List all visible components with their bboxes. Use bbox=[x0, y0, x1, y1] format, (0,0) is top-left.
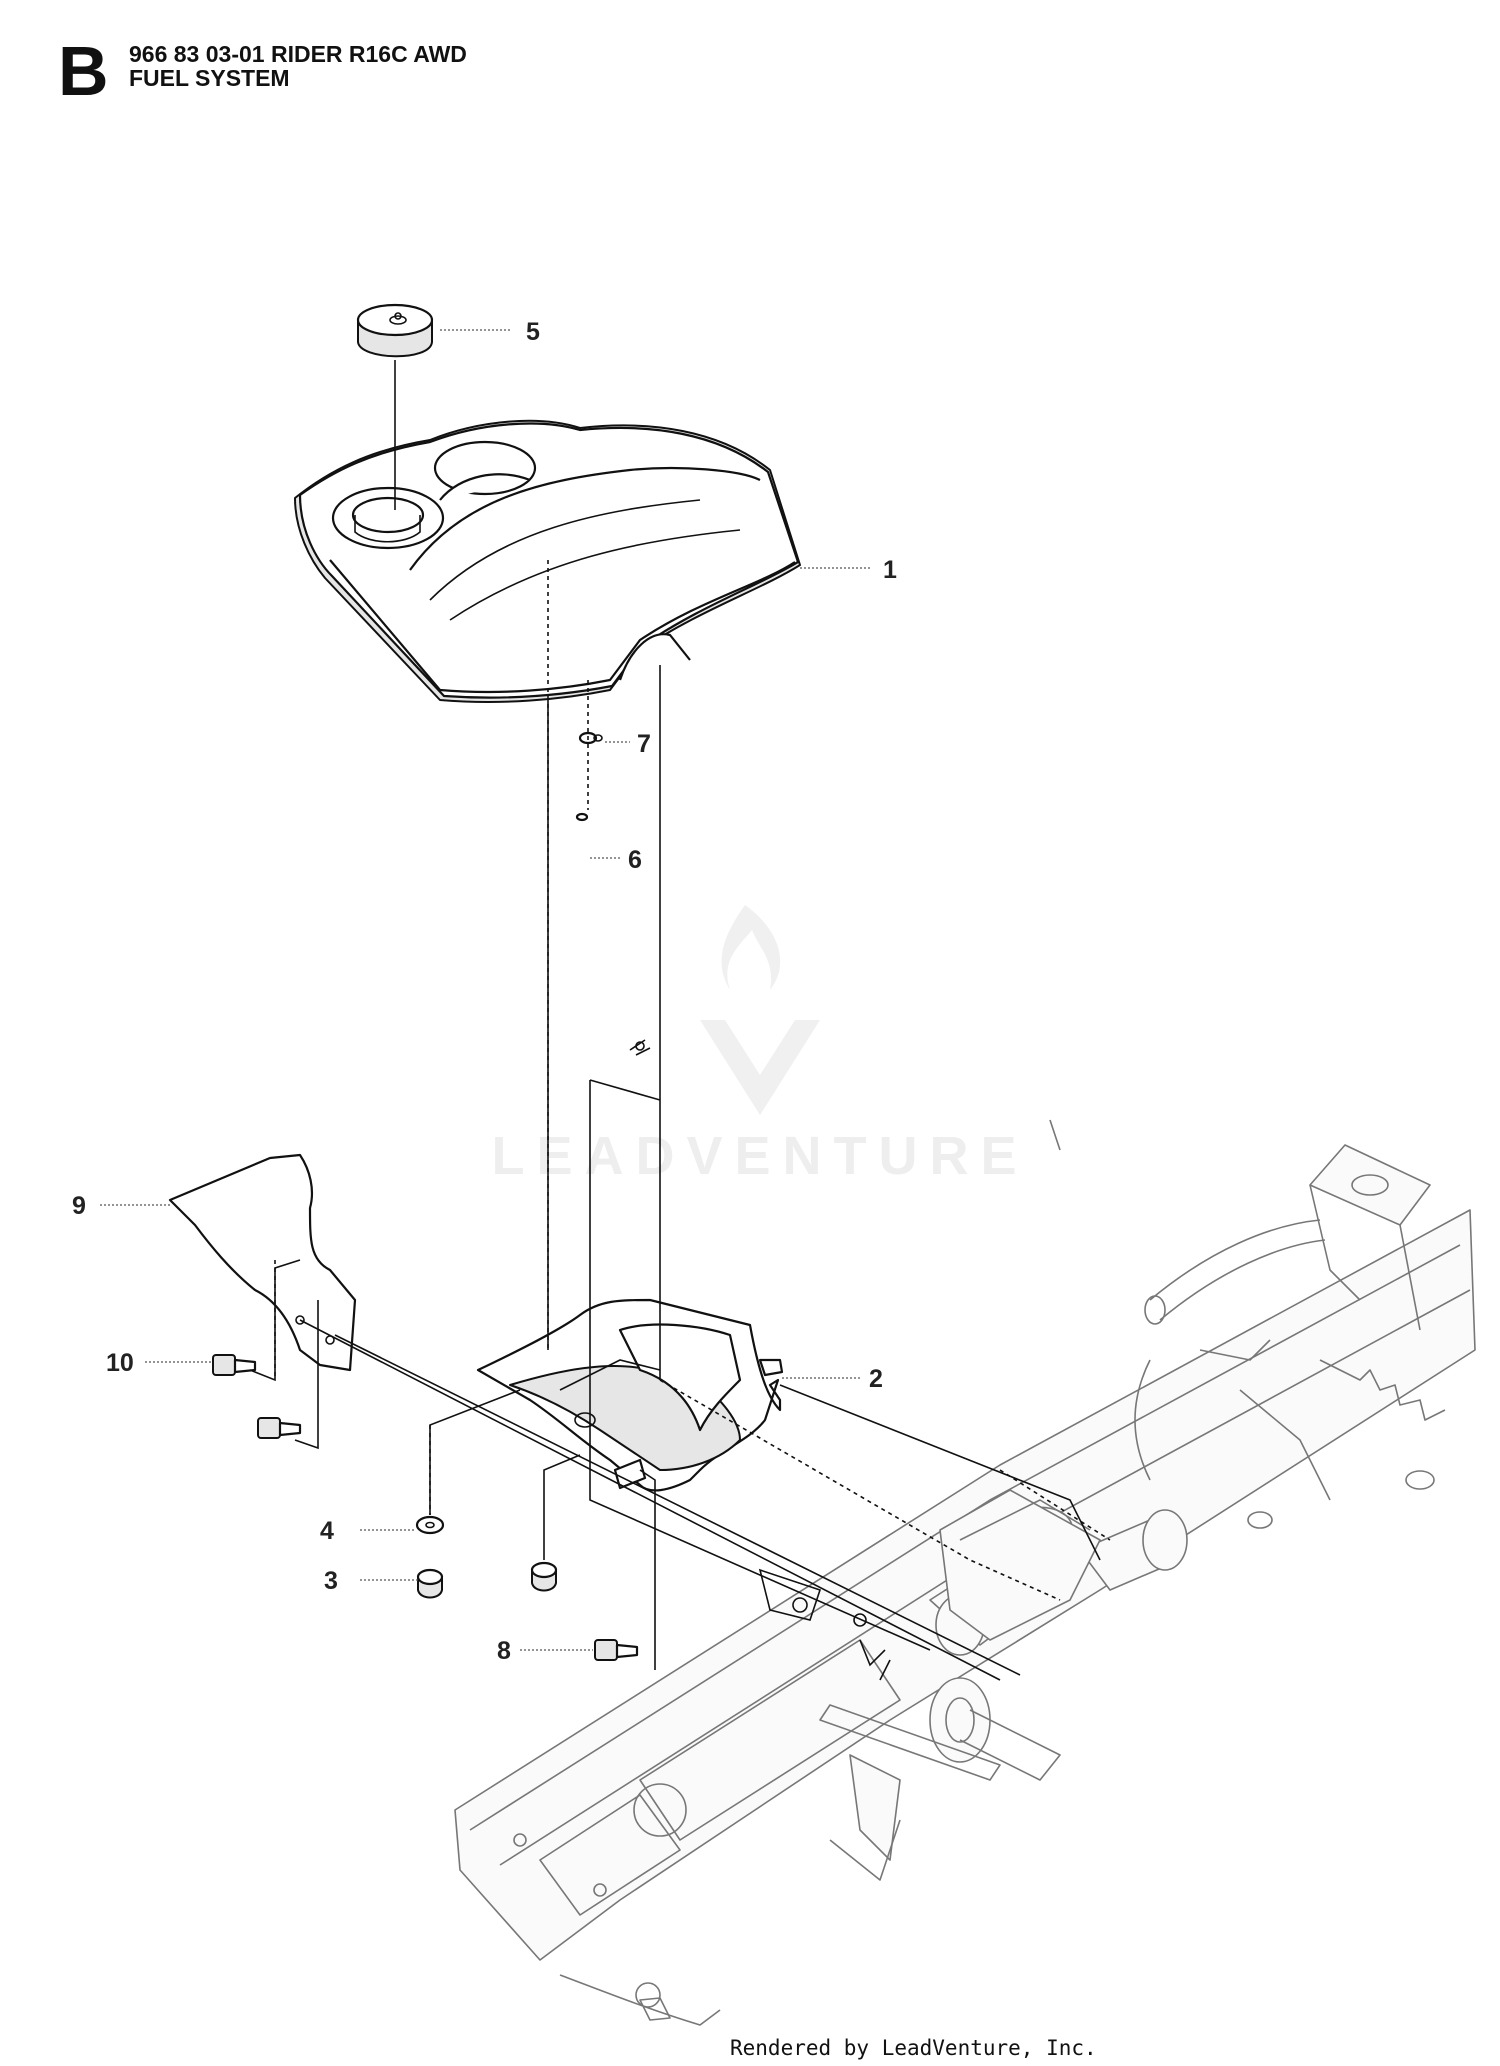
callout-7: 7 bbox=[637, 730, 651, 758]
screw-part-10-b bbox=[257, 1417, 302, 1439]
flame-v-logo-icon bbox=[700, 905, 820, 1115]
callout-6: 6 bbox=[628, 846, 642, 874]
footer-credit: Rendered by LeadVenture, Inc. bbox=[730, 2036, 1097, 2060]
diagram-title: 966 83 03-01 RIDER R16C AWD bbox=[129, 41, 467, 67]
nut-part-3-b bbox=[530, 1561, 558, 1592]
callout-labels: 5 1 7 6 9 2 10 4 3 8 bbox=[72, 318, 897, 1665]
callout-8: 8 bbox=[497, 1637, 511, 1665]
fuel-line bbox=[299, 1319, 1021, 1681]
fuel-hose bbox=[575, 812, 651, 1056]
callout-5: 5 bbox=[526, 318, 540, 346]
rider-frame bbox=[454, 1119, 1476, 2026]
nut-part-3 bbox=[416, 1568, 444, 1599]
watermark-text: LEADVENTURE bbox=[491, 1126, 1029, 1186]
callout-9: 9 bbox=[72, 1192, 86, 1220]
hose-clamp bbox=[578, 731, 603, 745]
callout-1: 1 bbox=[883, 556, 897, 584]
heat-shield bbox=[168, 1153, 357, 1372]
callout-4: 4 bbox=[320, 1517, 334, 1545]
fuel-cap bbox=[356, 303, 434, 510]
callout-leaders bbox=[100, 329, 870, 1651]
callout-3: 3 bbox=[324, 1567, 338, 1595]
callout-10: 10 bbox=[106, 1349, 134, 1377]
callout-2: 2 bbox=[869, 1365, 883, 1393]
screw-part-8 bbox=[594, 1639, 639, 1661]
diagram-subtitle: FUEL SYSTEM bbox=[129, 65, 290, 91]
tank-bracket bbox=[476, 1298, 784, 1492]
section-letter: B bbox=[58, 32, 109, 110]
washer-part-4 bbox=[415, 1515, 445, 1535]
screw-part-10-a bbox=[212, 1354, 257, 1376]
assembly-guides bbox=[249, 560, 1111, 1670]
